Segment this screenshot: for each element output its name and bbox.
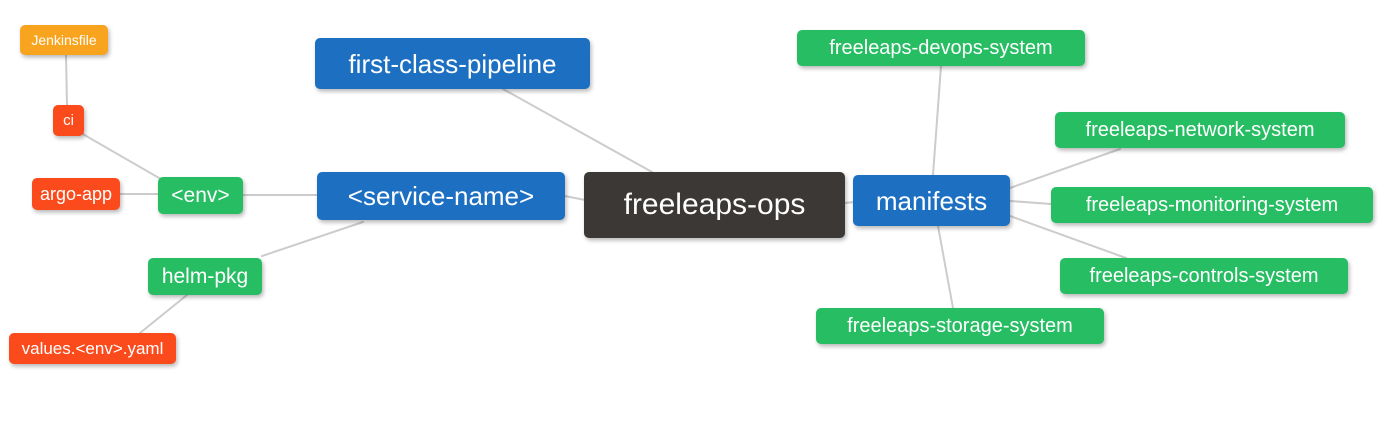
edge-manifests-devops-system xyxy=(932,65,942,176)
edge-manifests-storage-system xyxy=(937,225,954,309)
edge-service-name-freeleaps-ops xyxy=(564,195,586,201)
edge-manifests-network-system xyxy=(1009,148,1121,189)
node-env[interactable]: <env> xyxy=(158,177,243,214)
edge-jenkinsfile-ci xyxy=(65,54,68,106)
edge-pipeline-freeleaps-ops xyxy=(502,88,653,173)
edge-values-helm-pkg xyxy=(139,294,188,334)
node-freeleaps-network-system[interactable]: freeleaps-network-system xyxy=(1055,112,1345,148)
node-helm-pkg[interactable]: helm-pkg xyxy=(148,258,262,295)
node-freeleaps-controls-system[interactable]: freeleaps-controls-system xyxy=(1060,258,1348,294)
node-service-name[interactable]: <service-name> xyxy=(317,172,565,220)
node-argo-app[interactable]: argo-app xyxy=(32,178,120,210)
node-freeleaps-monitoring-system[interactable]: freeleaps-monitoring-system xyxy=(1051,187,1373,223)
node-jenkinsfile[interactable]: Jenkinsfile xyxy=(20,25,108,55)
node-first-class-pipeline[interactable]: first-class-pipeline xyxy=(315,38,590,89)
edge-manifests-monitoring-system xyxy=(1009,200,1052,205)
node-values-env-yaml[interactable]: values.<env>.yaml xyxy=(9,333,176,364)
edge-ci-env xyxy=(80,132,167,183)
node-ci[interactable]: ci xyxy=(53,105,84,136)
node-freeleaps-ops[interactable]: freeleaps-ops xyxy=(584,172,845,238)
node-freeleaps-storage-system[interactable]: freeleaps-storage-system xyxy=(816,308,1104,344)
node-manifests[interactable]: manifests xyxy=(853,175,1010,226)
node-freeleaps-devops-system[interactable]: freeleaps-devops-system xyxy=(797,30,1085,66)
edge-helm-pkg-service-name xyxy=(261,221,364,257)
